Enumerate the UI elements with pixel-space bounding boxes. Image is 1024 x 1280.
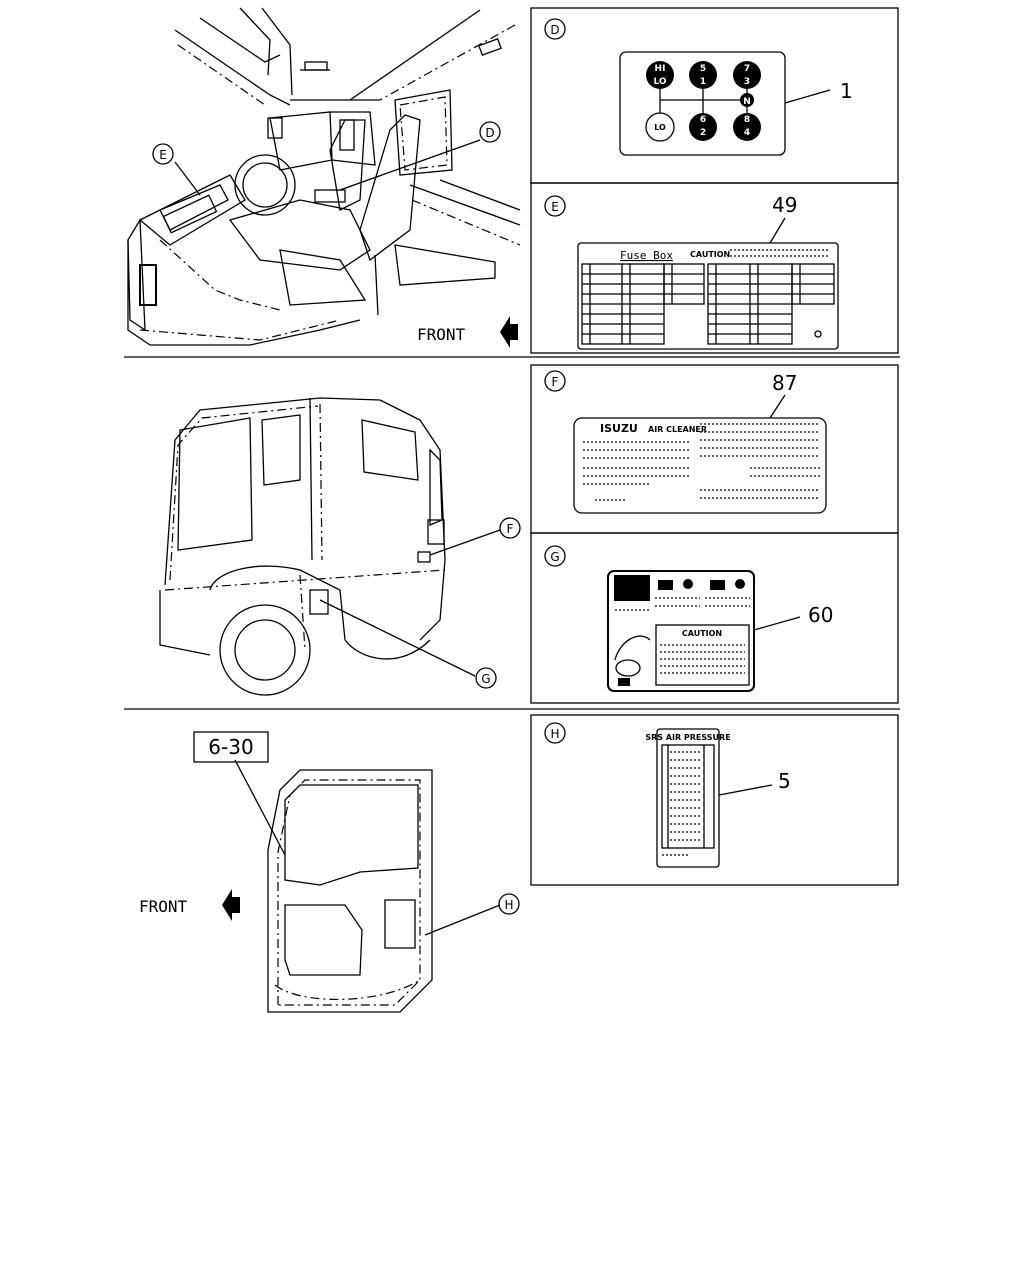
caution-label: CAUTION <box>607 570 755 692</box>
panel-h <box>530 714 899 886</box>
part-number-49: 49 <box>772 193 797 217</box>
part-number-87: 87 <box>772 371 797 395</box>
callout-f-panel: F <box>544 370 566 392</box>
front-arrow-icon <box>500 316 518 348</box>
svg-text:F: F <box>552 375 559 389</box>
air-cleaner-subtitle: AIR CLEANER <box>648 425 707 434</box>
caution-text: CAUTION <box>682 629 722 638</box>
cab-exterior-drawing <box>159 397 446 696</box>
part-number-1: 1 <box>840 79 853 103</box>
gear-label: 6 <box>700 115 706 125</box>
gear-label: LO <box>653 77 666 87</box>
svg-text:E: E <box>159 148 167 162</box>
callout-h-left: H <box>498 893 520 915</box>
part-number-60: 60 <box>808 603 833 627</box>
fuse-caution-text: CAUTION <box>690 250 730 259</box>
svg-text:H: H <box>504 898 513 912</box>
gear-label: LO <box>654 123 666 132</box>
isuzu-brand-text: ISUZU <box>600 422 638 435</box>
panel-g <box>530 532 899 704</box>
callout-d-panel: D <box>544 18 566 40</box>
front-label: FRONT <box>417 325 466 344</box>
svg-text:D: D <box>550 23 559 37</box>
svg-text:D: D <box>485 126 494 140</box>
cab-interior-drawing <box>127 7 521 346</box>
gear-label: 4 <box>744 128 750 138</box>
svg-text:H: H <box>550 727 559 741</box>
gear-label: 3 <box>744 77 750 87</box>
gear-7-3 <box>733 61 761 89</box>
fuse-box-label: Fuse Box CAUTION <box>577 242 839 350</box>
gear-5-1 <box>689 61 717 89</box>
gear-hi-lo <box>646 61 674 89</box>
gear-label: 7 <box>744 64 750 74</box>
gear-6-2 <box>689 113 717 141</box>
gear-label: 8 <box>744 115 750 125</box>
part-number-5: 5 <box>778 769 791 793</box>
air-pressure-heading: SRS AIR PRESSURE <box>645 733 730 742</box>
gear-label: 2 <box>700 128 706 138</box>
door-drawing <box>267 769 433 1013</box>
air-cleaner-label: ISUZU AIR CLEANER <box>573 417 827 514</box>
gear-label: HI <box>655 64 666 74</box>
shift-pattern-label: HI LO 5 1 7 3 N LO 6 2 8 4 <box>619 51 786 156</box>
callout-f-left: F <box>499 517 521 539</box>
gear-label: N <box>743 97 751 107</box>
callout-e-left: E <box>152 143 174 165</box>
gear-8-4 <box>733 113 761 141</box>
air-pressure-label: SRS AIR PRESSURE <box>645 728 731 868</box>
svg-text:6-30: 6-30 <box>208 735 253 759</box>
front-arrow-icon <box>222 889 240 921</box>
front-label: FRONT <box>139 897 188 916</box>
callout-d-left: D <box>479 121 501 143</box>
svg-text:G: G <box>481 672 490 686</box>
svg-text:E: E <box>551 200 559 214</box>
callout-g-left: G <box>475 667 497 689</box>
reference-box: 6-30 <box>193 731 269 763</box>
panel-e <box>530 182 899 354</box>
gear-label: 1 <box>700 77 706 87</box>
panel-f <box>530 364 899 534</box>
callout-g-panel: G <box>544 545 566 567</box>
gear-neutral <box>740 93 754 107</box>
gear-lo <box>645 112 675 142</box>
gear-label: 5 <box>700 64 706 74</box>
svg-text:F: F <box>507 522 514 536</box>
callout-e-panel: E <box>544 195 566 217</box>
callout-h-panel: H <box>544 722 566 744</box>
svg-text:G: G <box>550 550 559 564</box>
fuse-box-title: Fuse Box <box>620 249 673 262</box>
